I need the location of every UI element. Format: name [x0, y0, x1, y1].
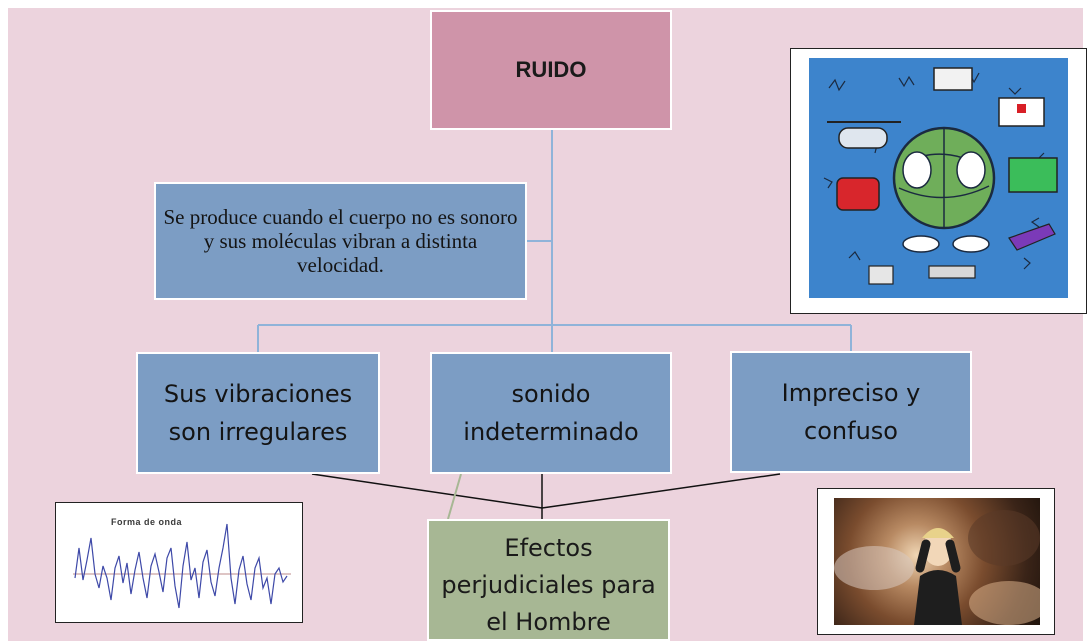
- helicopter-icon: [838, 127, 888, 149]
- person-body: [914, 570, 962, 625]
- branch-text-imprecise: Impreciso y confuso: [781, 379, 921, 445]
- waveform-caption: Forma de onda: [111, 517, 183, 527]
- title-text: RUIDO: [515, 57, 587, 82]
- red-car-icon: [836, 177, 880, 211]
- person-head: [923, 530, 953, 566]
- title-box: RUIDO: [430, 10, 672, 130]
- description-box: Se produce cuando el cuerpo no es sonoro…: [154, 182, 527, 300]
- branch-text-irregular: Sus vibraciones son irregulares: [163, 380, 353, 446]
- noise-illustration-frame: [790, 48, 1087, 314]
- waveform-image-frame: Forma de onda: [55, 502, 303, 623]
- effects-text: Efectos perjudiciales para el Hombre: [441, 534, 656, 636]
- planet-noise-illustration: [809, 58, 1068, 298]
- waveform-image: Forma de onda: [63, 508, 295, 618]
- effects-link-1: [311, 473, 543, 509]
- waveform-trace: [74, 523, 288, 609]
- effects-link-green: [447, 473, 462, 520]
- effects-link-3: [541, 473, 781, 509]
- chainsaw-icon: [928, 265, 976, 279]
- person-photo-frame: [817, 488, 1055, 635]
- branch-box-imprecise: Impreciso y confuso: [730, 351, 972, 473]
- radio-icon: [1008, 157, 1058, 193]
- description-text: Se produce cuando el cuerpo no es sonoro…: [163, 205, 518, 277]
- person-covering-ears-photo: [834, 498, 1040, 625]
- lawnmower-icon: [933, 67, 973, 91]
- branch-box-irregular: Sus vibraciones son irregulares: [136, 352, 380, 474]
- branch-box-undetermined: sonido indeterminado: [430, 352, 672, 474]
- branch-text-undetermined: sonido indeterminado: [463, 380, 639, 446]
- effects-box: Efectos perjudiciales para el Hombre: [427, 519, 670, 641]
- guitar-icon: [1008, 223, 1056, 251]
- drill-icon: [868, 265, 894, 285]
